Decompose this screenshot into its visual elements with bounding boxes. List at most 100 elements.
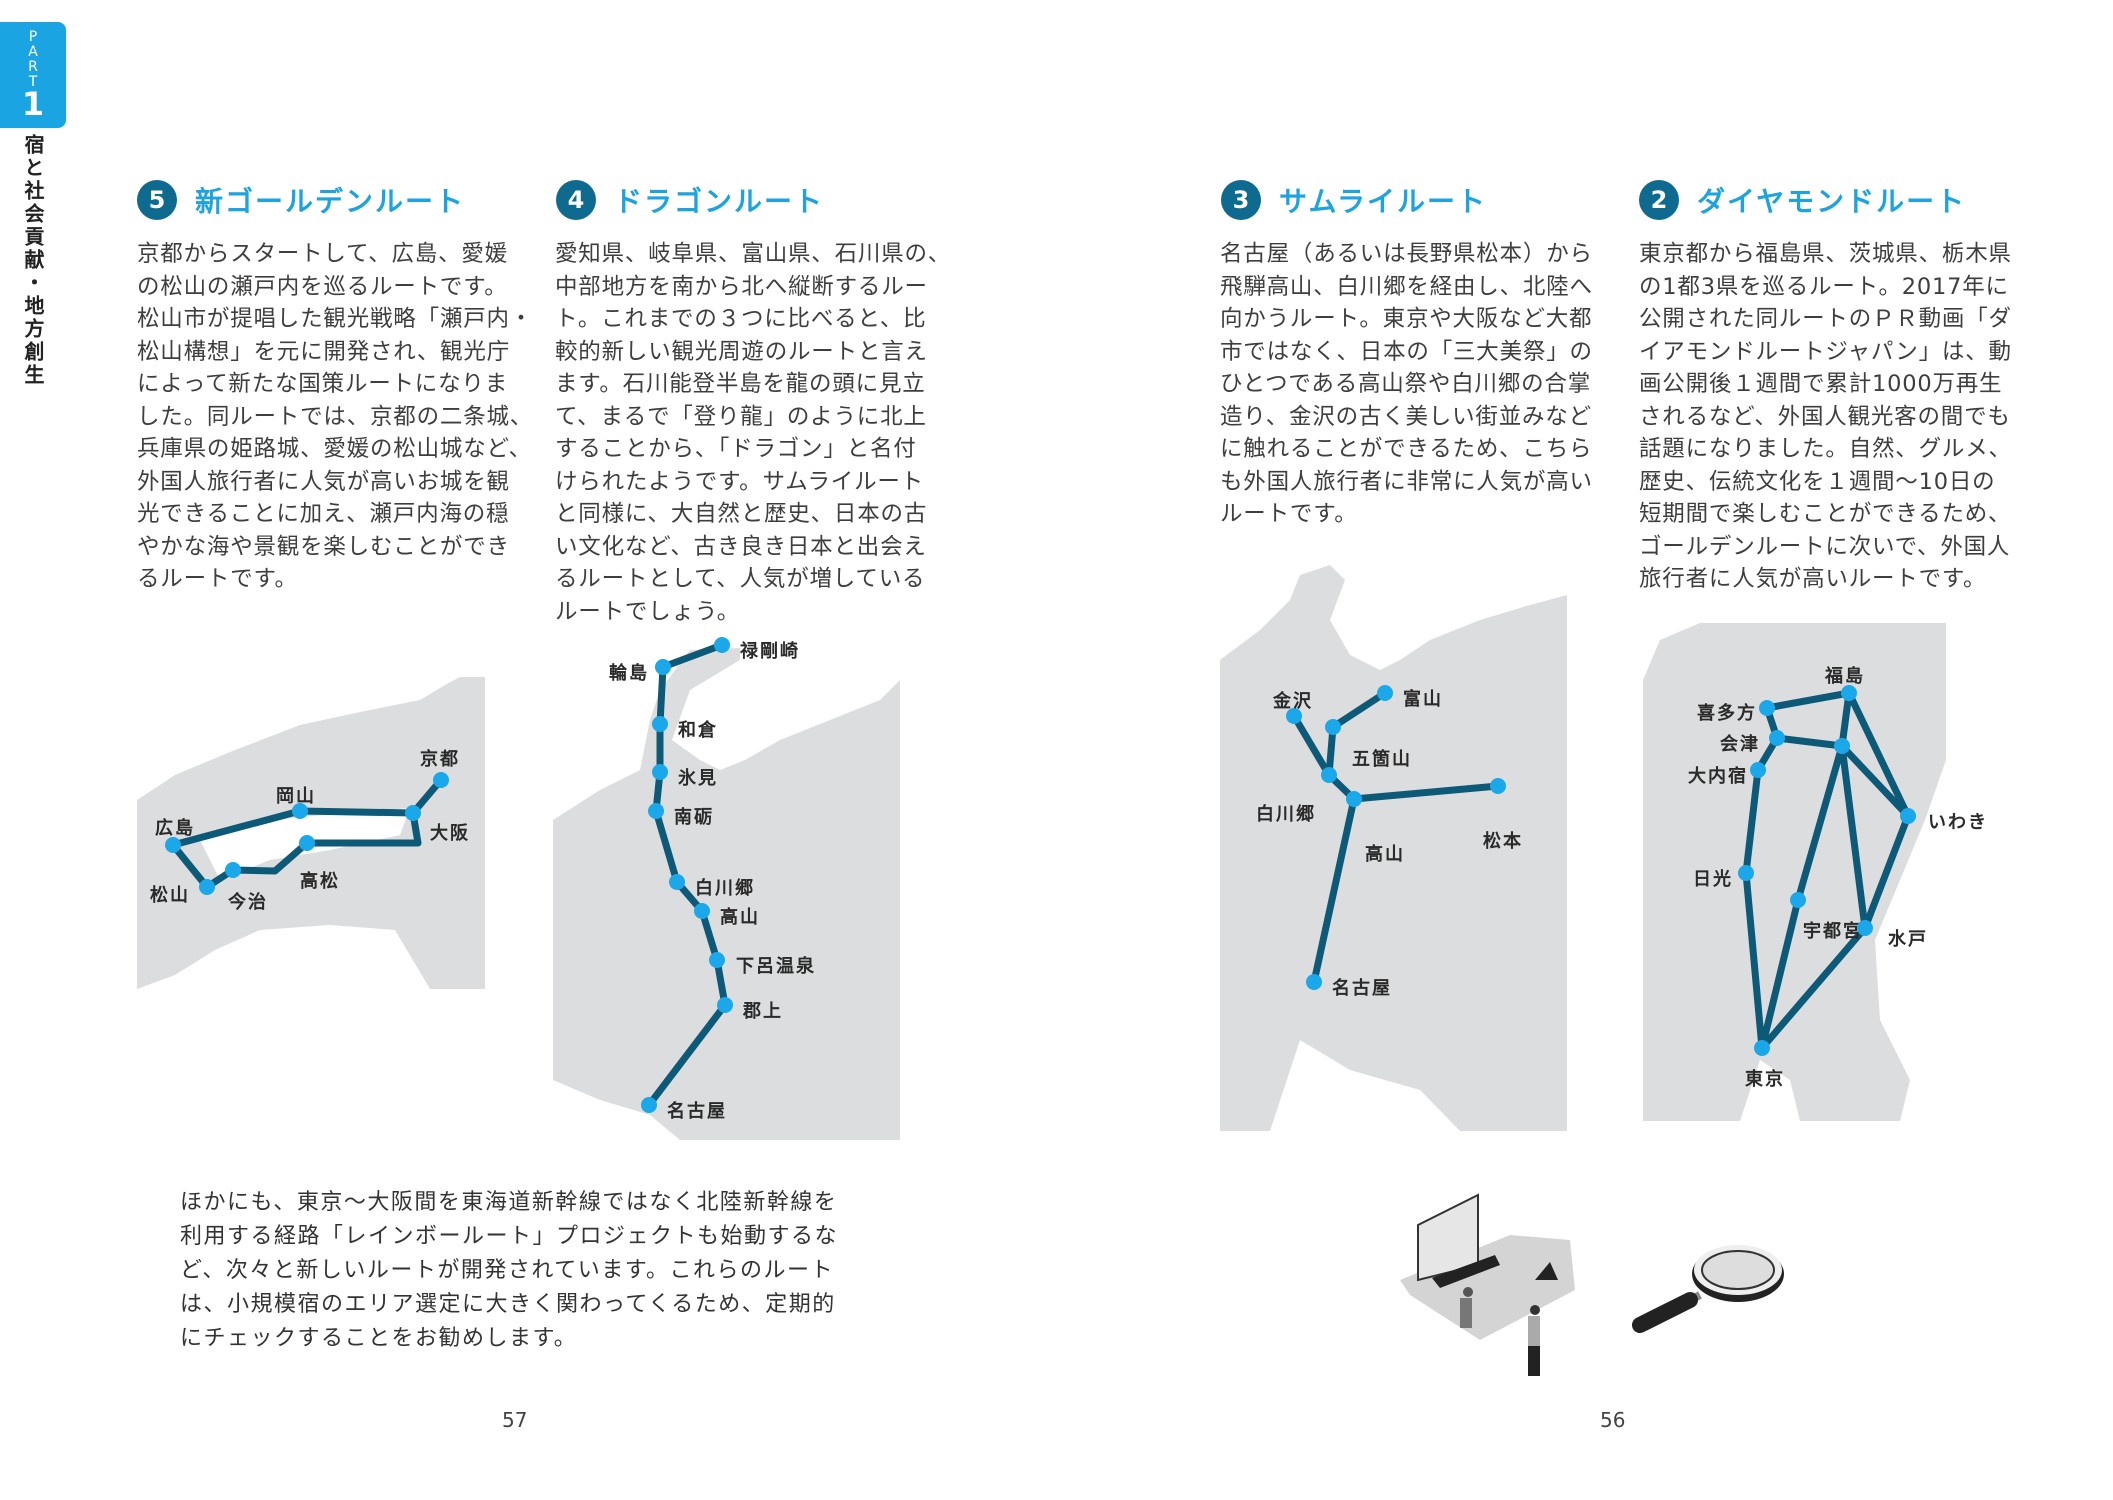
body-line: ルートです。 <box>1220 501 1358 527</box>
station-label: 名古屋 <box>1332 977 1392 999</box>
station-label: 高山 <box>1365 843 1405 865</box>
body-line: やかな海や景観を楽しむことができ <box>137 533 510 560</box>
route-line <box>169 777 444 891</box>
station-label: 喜多方 <box>1697 702 1757 724</box>
station-label: 金沢 <box>1272 690 1313 712</box>
route-line <box>1329 689 1389 731</box>
station-dot <box>652 764 668 780</box>
route-line <box>1290 712 1333 779</box>
chapter-title: 宿と社会貢献・地方創生 <box>21 134 45 387</box>
body-line: 画公開後１週間で累計1000万再生 <box>1639 371 2003 397</box>
route-line <box>1325 723 1337 779</box>
section-4-heading: 4 ドラゴンルート <box>556 178 824 222</box>
section-2-body: 東京都から福島県、茨城県、栃木県の1都3県を巡るルート。2017年に公開された同… <box>1639 238 2012 596</box>
station-label: 大阪 <box>430 822 470 844</box>
station-label: 五箇山 <box>1352 748 1412 770</box>
station-dot <box>225 862 241 878</box>
station-label: 会津 <box>1720 733 1760 755</box>
body-line: 公開された同ルートのＰＲ動画「ダ <box>1639 306 2012 332</box>
body-line: と同様に、大自然と歴史、日本の古 <box>555 501 928 527</box>
station-dot <box>405 805 421 821</box>
station-label: 富山 <box>1403 688 1443 710</box>
station-label: 和倉 <box>678 719 718 741</box>
footer-paragraph: ほかにも、東京～大阪間を東海道新幹線ではなく北陸新幹線を利用する経路「レインボー… <box>180 1186 838 1356</box>
station-dot <box>199 879 215 895</box>
station-dot <box>717 997 733 1013</box>
station-label: 高山 <box>720 906 760 928</box>
station-dot <box>1900 808 1916 824</box>
section-title: ドラゴンルート <box>614 185 825 218</box>
body-line: 中部地方を南から北へ縦断するルー <box>555 273 928 300</box>
section-number-badge: 5 <box>137 180 177 220</box>
route-map-5: 京都大阪岡山広島松山今治高松 <box>150 748 470 913</box>
body-line: 外国人旅行者に人気が高いお城を観 <box>137 468 510 495</box>
map-2-land <box>1643 623 1946 1121</box>
station-label: 郡上 <box>742 1001 783 1022</box>
route-line <box>1838 742 1869 932</box>
route-line <box>1845 689 1912 820</box>
body-line: 短期間で楽しむことができるため、 <box>1639 501 2012 527</box>
body-line: することから、「ドラゴン」と名付 <box>555 436 917 462</box>
station-dot <box>1754 1040 1770 1056</box>
body-line: 市ではなく、日本の「三大美祭」の <box>1220 338 1593 365</box>
station-dot <box>648 803 664 819</box>
body-line: に触れることができるため、こちら <box>1220 436 1593 462</box>
body-line: 松山構想」を元に開発され、観光庁 <box>137 338 511 365</box>
station-dot <box>714 637 730 653</box>
body-line: ト。これまでの３つに比べると、比 <box>555 306 927 332</box>
footer-line: ほかにも、東京～大阪間を東海道新幹線ではなく北陸新幹線を <box>180 1190 838 1215</box>
body-line: 愛知県、岐阜県、富山県、石川県の、 <box>555 241 952 267</box>
station-label: 今治 <box>228 891 268 913</box>
station-label: 白川郷 <box>1256 803 1316 825</box>
station-label: 高松 <box>300 870 340 892</box>
body-line: も外国人旅行者に非常に人気が高い <box>1220 468 1593 495</box>
body-line: 飛騨高山、白川郷を経由し、北陸へ <box>1220 273 1593 300</box>
station-dot <box>1321 767 1337 783</box>
route-line <box>1838 742 1912 820</box>
body-line: るルートです。 <box>137 566 298 592</box>
route-line <box>1861 812 1912 932</box>
station-dot <box>1286 708 1302 724</box>
route-line <box>1742 766 1762 877</box>
station-dot <box>1738 865 1754 881</box>
station-dot <box>652 716 668 732</box>
footer-line: 利用する経路「レインボールート」プロジェクトも始動するな <box>180 1224 839 1249</box>
station-dot <box>1790 892 1806 908</box>
body-line: の1都3県を巡るルート。2017年に <box>1639 273 2009 300</box>
body-line: 較的新しい観光周遊のルートと言え <box>555 338 928 365</box>
station-dot <box>655 659 671 675</box>
body-line: るルートとして、人気が増している <box>555 566 926 592</box>
station-label: 東京 <box>1745 1068 1785 1090</box>
station-dot <box>1346 791 1362 807</box>
station-label: 大内宿 <box>1688 765 1748 787</box>
station-dot <box>1769 730 1785 746</box>
part-label: PART <box>25 29 41 89</box>
body-line: けられたようです。サムライルート <box>555 468 924 495</box>
station-dot <box>694 903 710 919</box>
section-3-body: 名古屋（あるいは長野県松本）から飛騨高山、白川郷を経由し、北陸へ向かうルート。東… <box>1220 238 1593 531</box>
body-line: 光できることに加え、瀬戸内海の穏 <box>137 501 510 527</box>
footer-line: ど、次々と新しいルートが開発されています。これらのルート <box>180 1258 835 1283</box>
station-dot <box>1857 920 1873 936</box>
section-3-heading: 3 サムライルート <box>1221 178 1487 222</box>
body-line: ます。石川能登半島を龍の頭に見立 <box>555 371 926 397</box>
body-line: 名古屋（あるいは長野県松本）から <box>1220 241 1593 267</box>
body-line: ルートでしょう。 <box>555 598 741 625</box>
route-line <box>646 641 729 1108</box>
body-line: い文化など、古き良き日本と出会え <box>555 533 927 560</box>
route-line <box>1773 734 1846 750</box>
station-dot <box>1490 778 1506 794</box>
section-5-heading: 5 新ゴールデンルート <box>137 178 465 222</box>
route-line <box>1310 795 1358 986</box>
body-line: されるなど、外国人観光客の間でも <box>1639 403 2011 430</box>
body-line: 東京都から福島県、茨城県、栃木県 <box>1639 241 2012 267</box>
station-label: いわき <box>1928 812 1988 833</box>
body-line: 造り、金沢の古く美しい街並みなど <box>1220 403 1592 430</box>
body-line: ゴールデンルートに次いで、外国人 <box>1639 533 2011 560</box>
station-dot <box>165 837 181 853</box>
section-4-body: 愛知県、岐阜県、富山県、石川県の、中部地方を南から北へ縦断するルート。これまでの… <box>555 238 951 628</box>
body-line: ひとつである高山祭や白川郷の合掌 <box>1220 371 1592 397</box>
station-label: 日光 <box>1693 868 1733 890</box>
